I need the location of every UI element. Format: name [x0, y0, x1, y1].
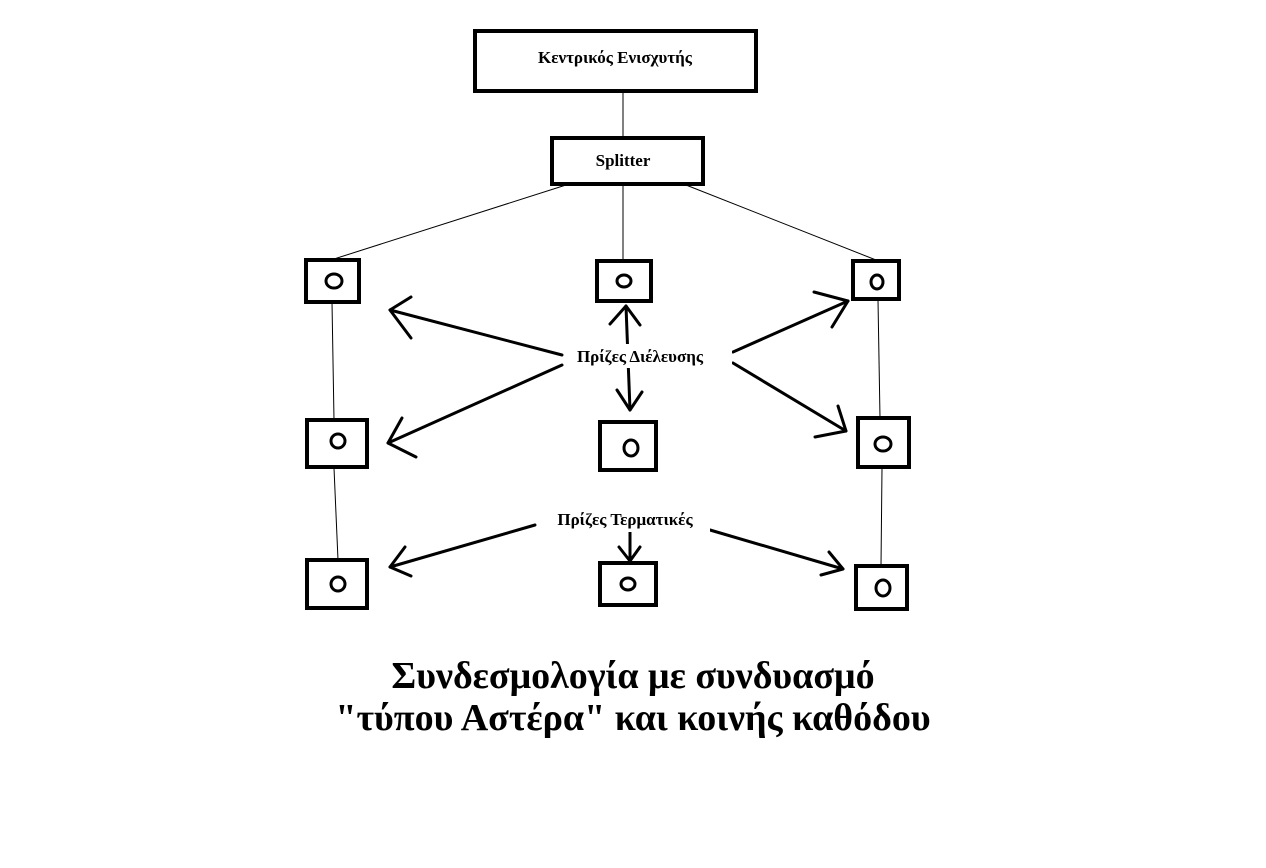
socket-icon: [874, 578, 892, 598]
outlet-passthrough: [851, 259, 901, 301]
arrow-left-icon: [388, 523, 537, 578]
arrow-left-icon: [388, 295, 564, 357]
amplifier-node: Κεντρικός Ενισχυτής: [473, 29, 758, 93]
splitter-label: Splitter: [596, 151, 651, 170]
socket-icon: [329, 432, 347, 450]
outlets: [304, 258, 911, 611]
splitter-box: [550, 136, 705, 186]
socket-icon: [622, 438, 640, 458]
arrows: [386, 290, 850, 578]
arrow-right-icon: [731, 290, 850, 354]
outlet-terminal: [305, 558, 369, 610]
socket-icon: [615, 273, 633, 289]
diagram-caption: Συνδεσμολογία με συνδυασμό "τύπου Αστέρα…: [233, 655, 1033, 739]
amplifier-label: Κεντρικός Ενισχυτής: [538, 48, 693, 67]
outlet-passthrough: [305, 418, 369, 469]
socket-icon: [324, 272, 344, 290]
annotation-passthrough: Πρίζες Διέλευσης: [564, 344, 732, 368]
arrow-left-icon: [386, 363, 564, 459]
outlet-passthrough: [595, 259, 653, 303]
line-left-mid-bottom: [333, 467, 339, 561]
arrow-right-icon: [708, 528, 845, 577]
socket-icon: [329, 575, 347, 593]
line-splitter-right: [685, 184, 877, 261]
outlet-terminal: [854, 564, 909, 611]
connection-lines: [331, 91, 883, 567]
socket-icon: [619, 576, 637, 592]
caption-line-2: "τύπου Αστέρα" και κοινής καθόδου: [335, 697, 931, 739]
annotation-terminal: Πρίζες Τερματικές: [544, 508, 710, 532]
line-right-mid-bottom: [880, 467, 883, 567]
terminal-label: Πρίζες Τερματικές: [557, 510, 693, 529]
outlet-passthrough: [856, 416, 911, 469]
outlet-passthrough: [598, 420, 658, 472]
line-left-top-mid: [331, 301, 335, 421]
socket-icon: [873, 435, 893, 453]
line-right-top-mid: [877, 299, 881, 419]
passthrough-label: Πρίζες Διέλευσης: [577, 347, 704, 366]
amplifier-box: [473, 29, 758, 93]
socket-icon: [869, 273, 885, 291]
line-splitter-left: [333, 184, 567, 260]
outlet-terminal: [598, 561, 658, 607]
arrow-right-icon: [731, 361, 848, 439]
splitter-node: Splitter: [550, 136, 705, 186]
caption-line-1: Συνδεσμολογία με συνδυασμό: [391, 655, 875, 697]
outlet-passthrough: [304, 258, 361, 304]
